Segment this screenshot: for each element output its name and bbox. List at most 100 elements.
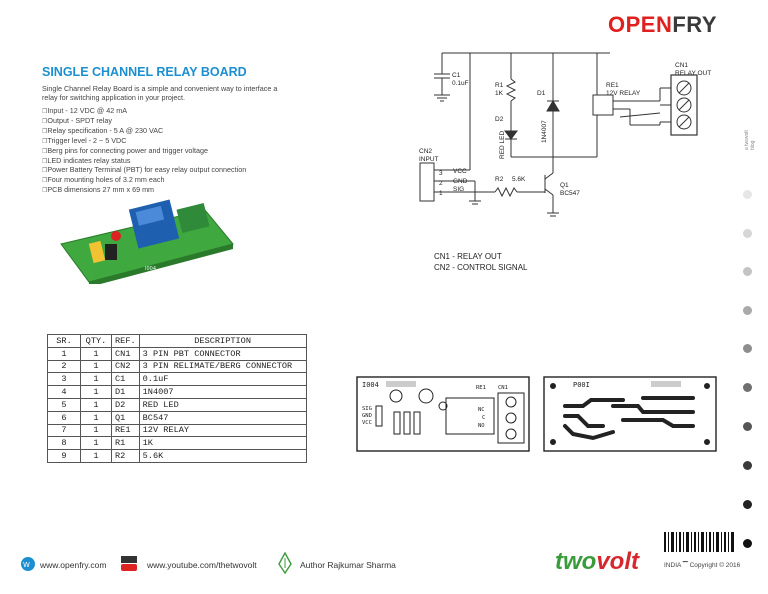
- barcode-icon: [664, 532, 734, 552]
- pcb-silk: VCC: [362, 420, 372, 426]
- cell: Q1: [111, 410, 140, 425]
- cell: RE1: [111, 423, 140, 438]
- d2-value: RED LED: [499, 131, 506, 159]
- cell: 1K: [138, 436, 307, 451]
- cell: BC547: [138, 410, 307, 425]
- feature-item: Power Battery Terminal (PBT) for easy re…: [42, 166, 246, 176]
- nav-dot: [743, 229, 752, 238]
- nav-dot: [743, 383, 752, 392]
- nav-dot: [743, 461, 752, 470]
- cell: 6: [47, 410, 81, 425]
- circuit-schematic: C1 0.1uF R1 1K D1 D2 RED LED 1N4007 RE1 …: [419, 52, 711, 217]
- pin-number: 1: [439, 190, 443, 197]
- pin-name: SIG: [453, 186, 464, 193]
- cell: 3: [47, 372, 81, 387]
- col-sr: SR.: [47, 334, 81, 348]
- youtube-link[interactable]: www.youtube.com/thetwovolt: [147, 560, 257, 570]
- pcb-code-bottom: P00I: [573, 381, 590, 389]
- cell: 1: [80, 397, 112, 412]
- page-title: SINGLE CHANNEL RELAY BOARD: [42, 65, 247, 79]
- cell: R1: [111, 436, 140, 451]
- pcb-component-layout: I004 SIG GND VCC RE1 CN1 NC C NO: [356, 376, 530, 452]
- r1-label: R1: [495, 82, 504, 89]
- cell: 0.1uF: [138, 372, 307, 387]
- twovolt-logo: twovolt: [555, 548, 639, 576]
- nav-dot: [743, 267, 752, 276]
- cell: 5: [47, 397, 81, 412]
- cell: 8: [47, 436, 81, 451]
- feature-list: Input - 12 VDC @ 42 mA Output - SPDT rel…: [42, 106, 246, 196]
- pcb-silk: NO: [478, 423, 485, 429]
- re1-label: RE1: [606, 82, 619, 89]
- nav-dot: [743, 306, 752, 315]
- cell: 9: [47, 449, 81, 463]
- author-credit: Author Rajkumar Sharma: [300, 560, 396, 570]
- pin-number: 2: [439, 180, 443, 187]
- cell: CN2: [111, 359, 140, 374]
- cell: 1: [80, 359, 112, 374]
- col-ref: REF.: [111, 334, 140, 348]
- pin-name: VCC: [453, 168, 467, 175]
- copyright-text: INDIA ▔ Copyright © 2016: [664, 562, 741, 569]
- logo-fry: FRY: [672, 12, 718, 37]
- q1-value: BC547: [560, 190, 580, 197]
- r1-value: 1K: [495, 90, 504, 97]
- cell: C1: [111, 372, 140, 387]
- r2-label: R2: [495, 176, 504, 183]
- svg-text:I004: I004: [145, 266, 156, 272]
- cell: 1N4007: [138, 385, 307, 399]
- feature-item: LED indicates relay status: [42, 156, 246, 167]
- feature-item: Output - SPDT relay: [42, 116, 246, 127]
- cell: D2: [111, 397, 140, 412]
- cn2-label: CN2: [419, 148, 432, 155]
- re1-value: 12V RELAY: [606, 90, 641, 97]
- cell: 1: [80, 423, 112, 438]
- feature-item: Four mounting holes of 3.2 mm each: [42, 175, 246, 186]
- col-qty: QTY.: [80, 334, 112, 348]
- feature-item: Trigger level - 2 ~ 5 VDC: [42, 136, 246, 147]
- cn2-value: INPUT: [419, 156, 439, 163]
- cell: RED LED: [138, 397, 307, 412]
- schematic-notes: CN1 - RELAY OUT CN2 - CONTROL SIGNAL: [434, 251, 528, 273]
- nav-dot: [743, 344, 752, 353]
- website-link[interactable]: www.openfry.com: [40, 560, 107, 570]
- pcb-silk: RE1: [476, 385, 486, 391]
- pcb-code-left: I004: [362, 381, 379, 389]
- twovolt-two: two: [555, 548, 597, 575]
- cell: 1: [80, 346, 112, 361]
- col-description: DESCRIPTION: [138, 334, 307, 348]
- cell: 1: [80, 372, 112, 387]
- web-icon: W: [21, 557, 35, 571]
- feature-item: Relay specification - 5 A @ 230 VAC: [42, 126, 246, 137]
- pcb-silk: SIG: [362, 406, 372, 412]
- q1-label: Q1: [560, 182, 569, 189]
- cell: 3 PIN PBT CONNECTOR: [138, 346, 307, 361]
- cell: 1: [80, 449, 112, 463]
- side-brand-tag: a twovolt blog: [744, 130, 756, 150]
- openfry-logo: OPENFRY: [608, 12, 717, 38]
- pcb-track-layout: P00I: [543, 376, 717, 452]
- feature-item: PCB dimensions 27 mm x 69 mm: [42, 185, 246, 196]
- cell: 1: [80, 436, 112, 451]
- nav-dot: [743, 422, 752, 431]
- pcb-silk: GND: [362, 413, 372, 419]
- nav-dot: [743, 539, 752, 548]
- youtube-icon: [121, 556, 137, 571]
- cn1-value: RELAY OUT: [675, 70, 711, 77]
- cell: 4: [47, 385, 81, 399]
- feature-item: Input - 12 VDC @ 42 mA: [42, 106, 246, 117]
- c1-label: C1: [452, 72, 461, 79]
- d1-value: 1N4007: [541, 120, 548, 143]
- cell: R2: [111, 449, 140, 463]
- logo-open: OPEN: [608, 12, 673, 37]
- twovolt-volt: volt: [596, 548, 639, 575]
- pin-name: GND: [453, 178, 468, 185]
- d2-label: D2: [495, 116, 504, 123]
